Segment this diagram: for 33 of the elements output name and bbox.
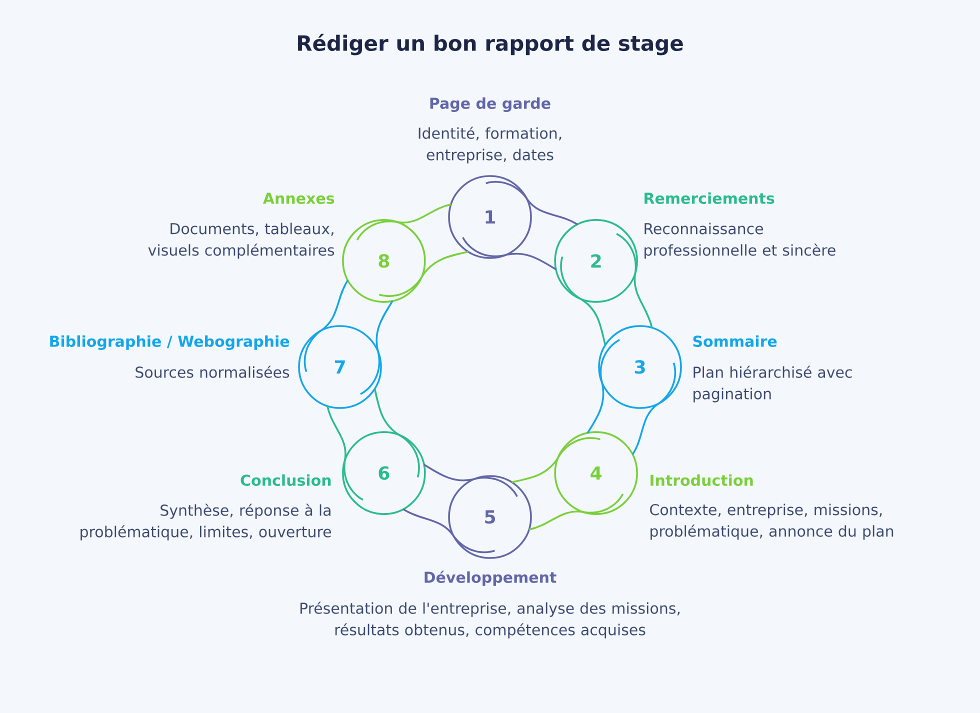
step-heading: Introduction: [650, 474, 753, 486]
connector: [374, 388, 400, 436]
connector: [376, 300, 394, 352]
step-description: Contexte, entreprise, missions, problématique, annonce du plan: [650, 504, 894, 540]
step-description: Documents, tableaux, visuels complémentaires: [148, 222, 334, 259]
connector: [632, 402, 660, 455]
connector: [424, 464, 475, 482]
connector: [402, 508, 455, 537]
step-heading: Sommaire: [693, 335, 777, 347]
step-description: Identité, formation, entreprise, dates: [418, 126, 562, 164]
step-description: Présentation de l'entreprise, analyse des missions, résultats obtenus, compétences acquises: [300, 602, 680, 638]
step-heading: Bibliographie / Webographie: [50, 335, 290, 350]
connector: [420, 250, 468, 278]
connector: [326, 406, 346, 460]
connector: [580, 298, 606, 346]
step-description: Sources normalisées: [136, 366, 290, 378]
connector: [528, 510, 584, 531]
step-description: Plan hiérarchisé avec pagination: [694, 366, 852, 402]
connector: [505, 252, 556, 270]
step-heading: Conclusion: [240, 474, 331, 486]
connector: [512, 457, 559, 484]
step-heading: Page de garde: [430, 97, 550, 112]
connector: [634, 272, 653, 328]
connector: [526, 198, 578, 226]
title: Rédiger un bon rapport de stage: [298, 34, 683, 56]
step-heading: Annexes: [262, 192, 334, 204]
step-heading: Remerciements: [644, 192, 774, 204]
connector: [396, 203, 452, 224]
step-description: Synthèse, réponse à la problématique, limites, ouverture: [80, 504, 332, 540]
connector: [320, 280, 349, 332]
step-heading: Développement: [424, 570, 556, 586]
connector: [586, 382, 604, 434]
step-description: Reconnaissance professionnelle et sincère: [644, 222, 836, 259]
